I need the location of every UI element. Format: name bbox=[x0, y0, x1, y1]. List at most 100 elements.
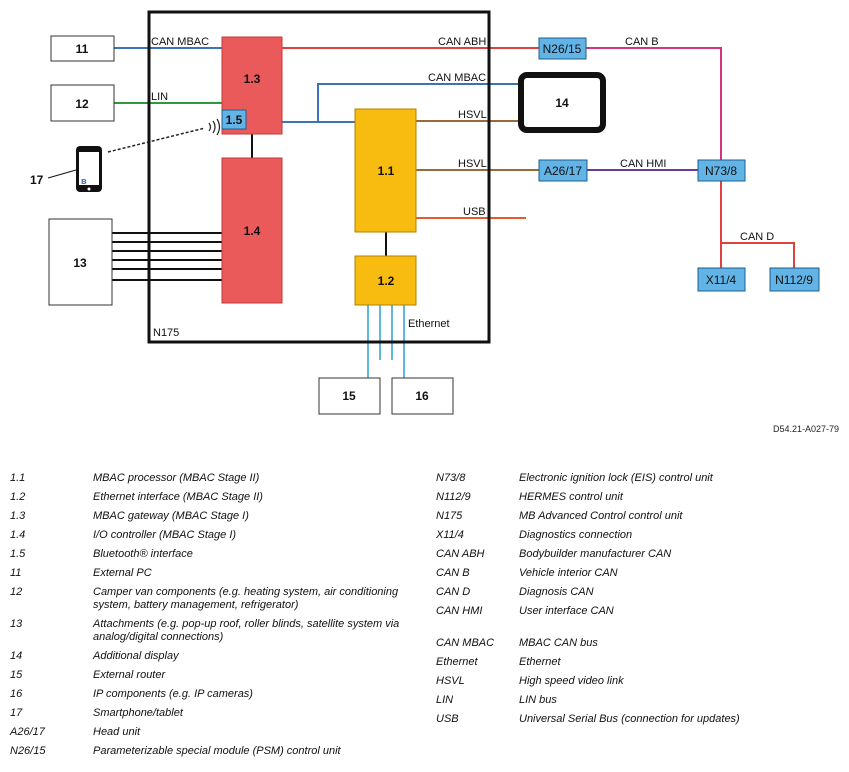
line-bluetooth bbox=[107, 127, 206, 153]
network-diagram: N175 1.3 1.5 1.4 1.1 1.2 11 12 13 15 16 … bbox=[30, 10, 820, 415]
legend-code: 12 bbox=[10, 586, 23, 598]
box-n73-8 bbox=[697, 159, 746, 182]
label-a26-17: A26/17 bbox=[544, 164, 582, 178]
label-1-5: 1.5 bbox=[226, 113, 243, 127]
label-n112-9: N112/9 bbox=[775, 273, 813, 287]
label-can-b: CAN B bbox=[625, 36, 659, 48]
legend-desc: Bodybuilder manufacturer CAN bbox=[519, 548, 672, 560]
box-14 bbox=[518, 72, 606, 133]
legend-code: 1.4 bbox=[10, 529, 26, 541]
legend-desc: Smartphone/tablet bbox=[93, 707, 183, 719]
legend-desc: External router bbox=[93, 669, 166, 681]
legend-desc: LIN bus bbox=[519, 694, 557, 706]
legend-desc: Electronic ignition lock (EIS) control u… bbox=[519, 472, 713, 484]
legend-item: HSVL High speed video link bbox=[436, 675, 836, 688]
legend-code: 17 bbox=[10, 707, 23, 719]
legend-code: 13 bbox=[10, 618, 23, 630]
legend-code: 1.3 bbox=[10, 510, 26, 522]
legend-code: 14 bbox=[10, 650, 23, 662]
box-1-2 bbox=[354, 255, 417, 306]
box-12 bbox=[50, 84, 115, 122]
legend-item: CAN MBAC MBAC CAN bus bbox=[436, 637, 836, 650]
label-1-1: 1.1 bbox=[378, 164, 395, 178]
label-16: 16 bbox=[415, 389, 429, 403]
legend-desc: Parameterizable special module (PSM) con… bbox=[93, 745, 341, 757]
connection-lines bbox=[47, 47, 795, 378]
legend-right-column: N73/8 Electronic ignition lock (EIS) cont… bbox=[436, 472, 836, 732]
legend-desc: Diagnosis CAN bbox=[519, 586, 594, 598]
label-lin: LIN bbox=[151, 91, 168, 103]
label-14: 14 bbox=[555, 96, 569, 110]
label-ethernet: Ethernet bbox=[408, 318, 450, 330]
legend-item: N26/15 Parameterizable special module (PS… bbox=[10, 745, 420, 758]
legend-item: LIN LIN bus bbox=[436, 694, 836, 707]
legend-desc: Attachments (e.g. pop-up roof, roller bl… bbox=[93, 618, 400, 643]
legend-desc: Ethernet bbox=[519, 656, 561, 668]
box-x11-4 bbox=[697, 267, 746, 292]
lines-13-to-1-4 bbox=[112, 232, 222, 281]
box-n26-15 bbox=[538, 37, 587, 60]
label-hsvl-1: HSVL bbox=[458, 109, 487, 121]
legend-code: 15 bbox=[10, 669, 23, 681]
label-n175: N175 bbox=[153, 327, 179, 339]
box-1-1 bbox=[354, 108, 417, 233]
line-can-d-branch bbox=[721, 242, 795, 268]
legend-code: CAN ABH bbox=[436, 548, 485, 560]
box-1-5 bbox=[221, 109, 247, 130]
label-x11-4: X11/4 bbox=[706, 273, 737, 287]
legend-desc: Camper van components (e.g. heating syst… bbox=[93, 586, 399, 611]
legend-item: 11 External PC bbox=[10, 567, 420, 580]
pointer-17 bbox=[47, 169, 77, 179]
legend-code: LIN bbox=[436, 694, 454, 706]
legend-desc: High speed video link bbox=[519, 675, 624, 687]
legend-code: 11 bbox=[10, 567, 22, 579]
legend-item: 1.4 I/O controller (MBAC Stage I) bbox=[10, 529, 420, 542]
legend-desc: HERMES control unit bbox=[519, 491, 623, 503]
legend-item: 1.3 MBAC gateway (MBAC Stage I) bbox=[10, 510, 420, 523]
legend-desc: Ethernet interface (MBAC Stage II) bbox=[93, 491, 263, 503]
label-usb: USB bbox=[463, 206, 486, 218]
legend-code: HSVL bbox=[436, 675, 465, 687]
legend-desc: MBAC gateway (MBAC Stage I) bbox=[93, 510, 249, 522]
legend-item: N112/9 HERMES control unit bbox=[436, 491, 836, 504]
box-11 bbox=[50, 35, 115, 62]
legend-code: N175 bbox=[436, 510, 463, 522]
legend-code: CAN B bbox=[436, 567, 470, 579]
label-15: 15 bbox=[342, 389, 356, 403]
label-can-hmi: CAN HMI bbox=[620, 158, 666, 170]
legend-code: CAN MBAC bbox=[436, 637, 495, 649]
legend-code: Ethernet bbox=[436, 656, 478, 668]
box-15 bbox=[318, 377, 381, 415]
legend-desc: MBAC processor (MBAC Stage II) bbox=[93, 472, 260, 484]
legend-code: N112/9 bbox=[436, 491, 471, 503]
label-n26-15: N26/15 bbox=[543, 42, 582, 56]
legend-code: N26/15 bbox=[10, 745, 46, 757]
legend-item: N73/8 Electronic ignition lock (EIS) cont… bbox=[436, 472, 836, 485]
label-11: 11 bbox=[76, 42, 89, 56]
label-can-mbac-1: CAN MBAC bbox=[151, 36, 209, 48]
box-a26-17 bbox=[538, 159, 588, 182]
legend-code: N73/8 bbox=[436, 472, 466, 484]
legend-desc: MBAC CAN bus bbox=[519, 637, 598, 649]
legend-desc: Additional display bbox=[93, 650, 179, 662]
legend-code: CAN HMI bbox=[436, 605, 483, 617]
n175-frame bbox=[147, 10, 491, 344]
legend-item: 17 Smartphone/tablet bbox=[10, 707, 420, 720]
label-can-mbac-2: CAN MBAC bbox=[428, 72, 486, 84]
legend-item: 14 Additional display bbox=[10, 650, 420, 663]
legend-desc: I/O controller (MBAC Stage I) bbox=[93, 529, 237, 541]
legend-item: CAN HMI User interface CAN bbox=[436, 605, 836, 618]
box-13 bbox=[48, 218, 113, 306]
legend-code: X11/4 bbox=[436, 529, 464, 541]
legend-desc: User interface CAN bbox=[519, 605, 614, 617]
legend-desc: External PC bbox=[93, 567, 152, 579]
